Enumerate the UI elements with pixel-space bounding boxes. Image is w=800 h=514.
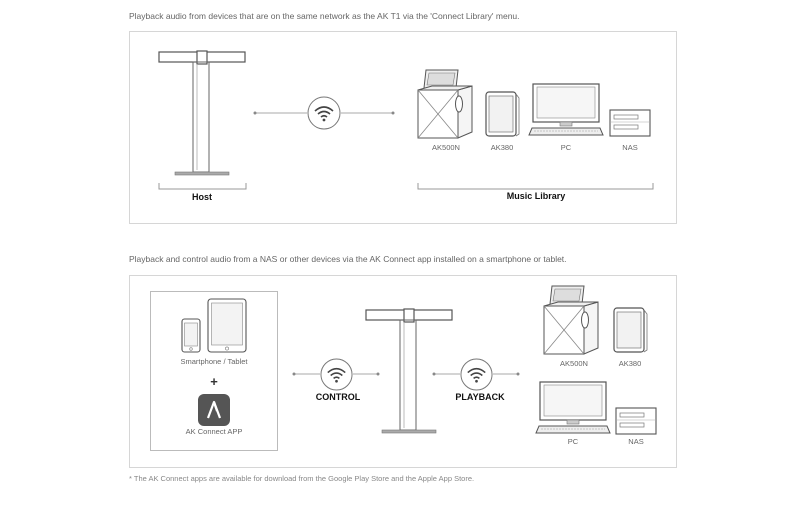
pc-monitor-icon — [535, 381, 611, 434]
network-link — [253, 111, 395, 115]
device-label-ak380: AK380 — [490, 143, 514, 152]
playback-label: PLAYBACK — [455, 392, 505, 402]
pc-monitor-icon — [528, 83, 604, 136]
smartphone-tablet-label: Smartphone / Tablet — [180, 357, 248, 366]
ak380-player-icon — [485, 91, 520, 137]
playback-link — [432, 372, 520, 376]
device-label-pc: PC — [560, 143, 572, 152]
controller-box — [150, 291, 278, 451]
host-label: Host — [192, 192, 212, 202]
device-label-nas: NAS — [622, 143, 638, 152]
device-label-ak380: AK380 — [618, 359, 642, 368]
tablet-icon — [207, 298, 247, 353]
ak380-player-icon — [613, 307, 648, 353]
nas-drive-icon — [615, 407, 657, 435]
device-label-pc: PC — [567, 437, 579, 446]
ak-connect-app-icon — [198, 394, 230, 426]
wifi-icon — [320, 358, 353, 391]
ak-t1-speaker-icon — [365, 308, 453, 434]
ak-t1-speaker-icon — [158, 50, 246, 176]
device-label-ak500n: AK500N — [560, 359, 588, 368]
control-link — [292, 372, 380, 376]
smartphone-icon — [181, 318, 201, 353]
library-bracket — [417, 183, 654, 190]
device-label-ak500n: AK500N — [432, 143, 460, 152]
section1-caption: Playback audio from devices that are on … — [129, 11, 520, 21]
ak500n-device-icon — [543, 285, 599, 355]
device-label-nas: NAS — [628, 437, 644, 446]
wifi-icon — [307, 96, 341, 130]
host-bracket — [158, 183, 247, 190]
control-label: CONTROL — [315, 392, 361, 402]
plus-sign: + — [210, 374, 218, 389]
nas-drive-icon — [609, 109, 651, 137]
music-library-label: Music Library — [506, 191, 566, 201]
ak-connect-app-label: AK Connect APP — [185, 427, 243, 436]
ak500n-device-icon — [417, 69, 473, 139]
wifi-icon — [460, 358, 493, 391]
section2-caption: Playback and control audio from a NAS or… — [129, 254, 567, 264]
footnote: * The AK Connect apps are available for … — [129, 474, 475, 483]
